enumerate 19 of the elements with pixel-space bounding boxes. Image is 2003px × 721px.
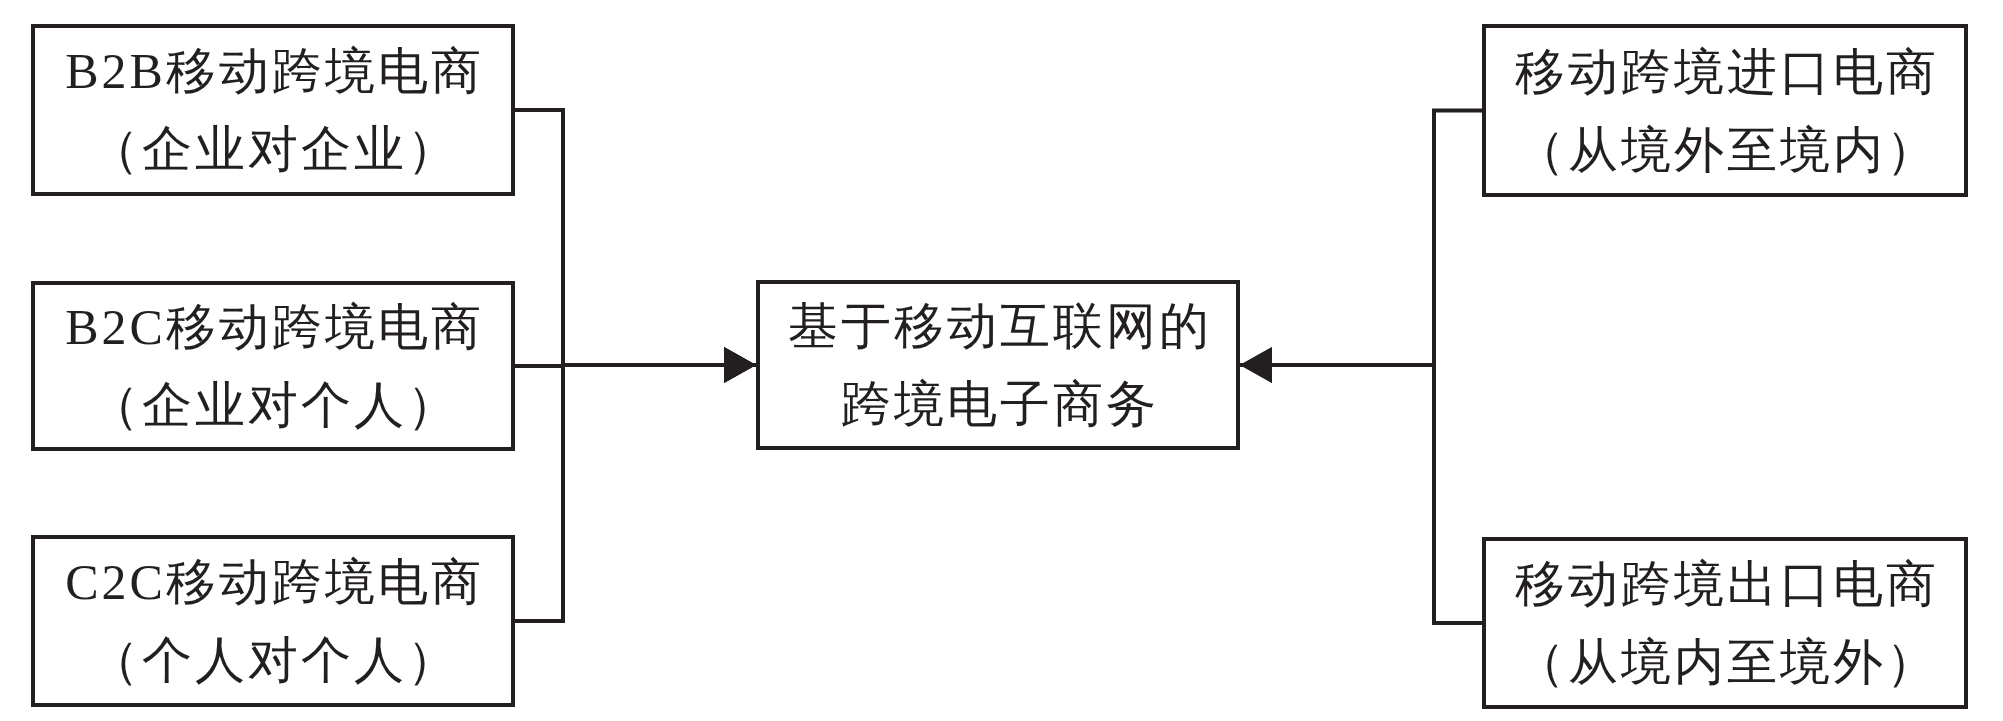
node-title: 基于移动互联网的跨境电子商务 xyxy=(786,297,1213,434)
node-note: （个人对个人） xyxy=(88,631,460,690)
concept-box xyxy=(31,281,515,451)
arrow xyxy=(515,347,756,623)
concept-box xyxy=(1482,537,1968,709)
node-note: （从境内至境外） xyxy=(1513,633,1939,692)
node-note: （企业对企业） xyxy=(88,120,460,179)
concept-box xyxy=(1482,24,1968,197)
concept-box xyxy=(31,535,515,707)
node-title: 移动跨境进口电商 xyxy=(1513,42,1939,102)
arrow xyxy=(1240,347,1482,625)
node-note: （从境外至境内） xyxy=(1513,120,1939,180)
node-title: B2B移动跨境电商 xyxy=(64,42,484,101)
node-note: （企业对个人） xyxy=(88,376,460,435)
node-title: 移动跨境出口电商 xyxy=(1513,555,1939,614)
node-title: C2C移动跨境电商 xyxy=(64,553,484,612)
concept-box xyxy=(756,280,1240,450)
concept-box xyxy=(31,24,515,196)
node-title: B2C移动跨境电商 xyxy=(64,298,484,357)
